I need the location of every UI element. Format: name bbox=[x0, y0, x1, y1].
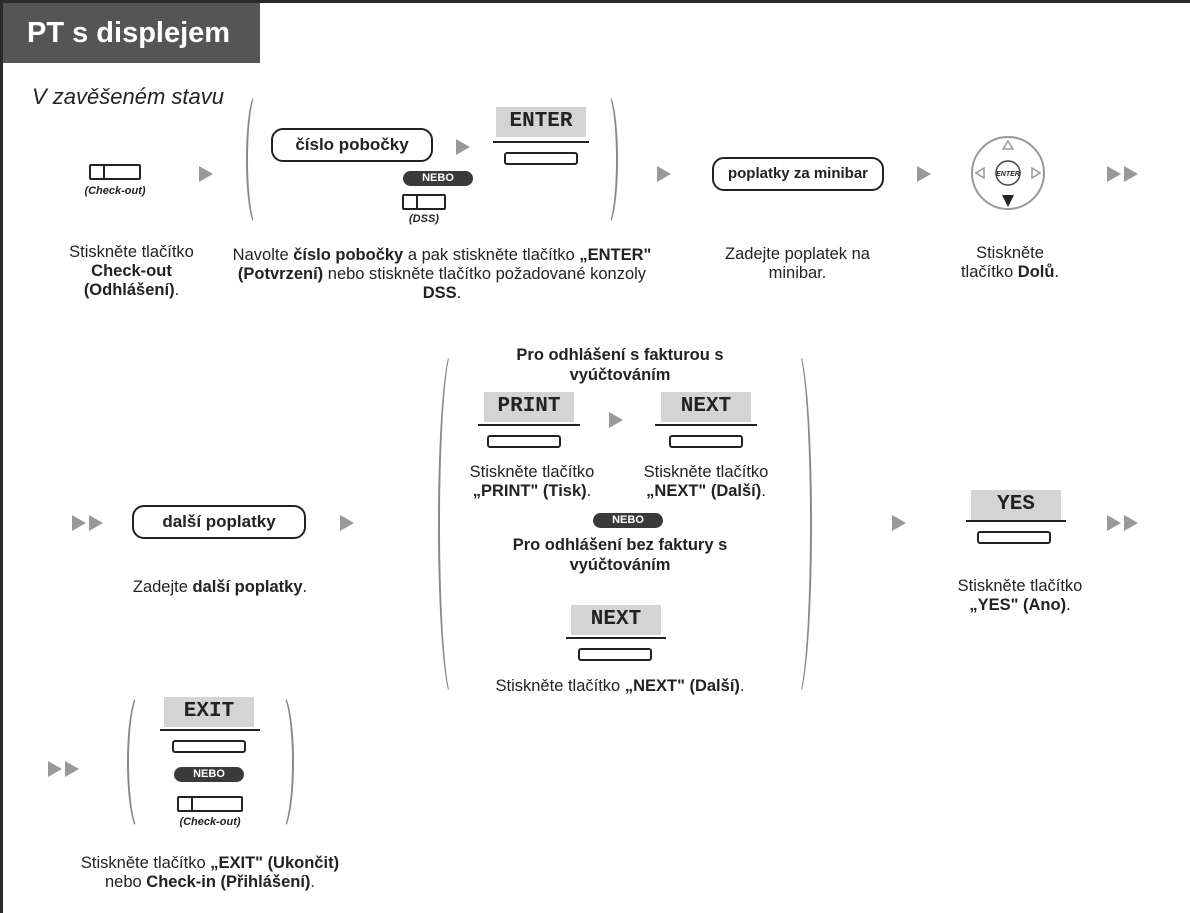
extension-number-key[interactable]: číslo pobočky bbox=[271, 128, 433, 162]
next-step2-caption: Stiskněte tlačítko „NEXT" (Další). bbox=[495, 677, 745, 695]
arrow-icon bbox=[657, 166, 671, 182]
next-softkey-label: NEXT bbox=[571, 605, 661, 635]
yes-step-caption: Stiskněte tlačítko „YES" (Ano). bbox=[957, 577, 1083, 614]
continue-arrow-icon bbox=[48, 761, 79, 777]
nebo-badge: NEBO bbox=[593, 513, 663, 528]
exit-step-caption: Stiskněte tlačítko „EXIT" (Ukončit) nebo… bbox=[80, 854, 340, 891]
frame-top-border bbox=[0, 0, 1190, 3]
dss-button[interactable] bbox=[402, 194, 446, 210]
without-invoice-heading: Pro odhlášení bez faktury s vyúčtováním bbox=[512, 536, 728, 574]
state-subtitle: V zavěšeném stavu bbox=[32, 84, 224, 109]
left-paren-icon bbox=[246, 92, 268, 227]
arrow-icon bbox=[892, 515, 906, 531]
softkey-divider bbox=[478, 424, 580, 426]
check-out-button[interactable] bbox=[177, 796, 243, 812]
navigator-key-icon[interactable]: ENTER bbox=[968, 133, 1048, 213]
softkey-divider bbox=[966, 520, 1066, 522]
arrow-icon bbox=[609, 412, 623, 428]
enter-softkey-label: ENTER bbox=[496, 107, 586, 137]
exit-softkey-label: EXIT bbox=[164, 697, 254, 727]
right-paren-icon bbox=[596, 92, 618, 227]
softkey-divider bbox=[566, 637, 666, 639]
enter-key-label: ENTER bbox=[996, 171, 1020, 178]
step1-caption: Stiskněte tlačítko Check-out (Odhlášení)… bbox=[69, 243, 194, 299]
continue-arrow-icon bbox=[72, 515, 103, 531]
frame-left-border bbox=[0, 0, 3, 913]
nebo-badge: NEBO bbox=[403, 171, 473, 186]
next-softkey-label: NEXT bbox=[661, 392, 751, 422]
arrow-icon bbox=[340, 515, 354, 531]
softkey-divider bbox=[493, 141, 589, 143]
right-paren-icon bbox=[268, 692, 294, 832]
softkey-divider bbox=[160, 729, 260, 731]
print-softkey-label: PRINT bbox=[484, 392, 574, 422]
print-step-caption: Stiskněte tlačítko „PRINT" (Tisk). bbox=[469, 463, 595, 500]
enter-softkey-button[interactable] bbox=[504, 152, 578, 165]
right-paren-icon bbox=[782, 348, 812, 700]
step2-caption: Navolte číslo pobočky a pak stiskněte tl… bbox=[232, 246, 652, 302]
check-out-caption: (Check-out) bbox=[179, 816, 241, 828]
next-softkey-button[interactable] bbox=[669, 435, 743, 448]
step3-caption: Zadejte poplatek na minibar. bbox=[725, 245, 870, 282]
check-out-button[interactable] bbox=[89, 164, 141, 180]
step5-caption: Zadejte další poplatky. bbox=[132, 578, 308, 596]
continue-arrow-icon bbox=[1107, 166, 1138, 182]
next-softkey-button[interactable] bbox=[578, 648, 652, 661]
check-out-caption: (Check-out) bbox=[84, 185, 146, 197]
step4-caption: Stiskněte tlačítko Dolů. bbox=[960, 244, 1060, 281]
yes-softkey-label: YES bbox=[971, 490, 1061, 520]
dss-caption: (DSS) bbox=[409, 213, 439, 225]
yes-softkey-button[interactable] bbox=[977, 531, 1051, 544]
other-charges-key[interactable]: další poplatky bbox=[132, 505, 306, 539]
minibar-charge-key[interactable]: poplatky za minibar bbox=[712, 157, 884, 191]
with-invoice-heading: Pro odhlášení s fakturou s vyúčtováním bbox=[516, 346, 724, 384]
left-paren-icon bbox=[127, 692, 153, 832]
continue-arrow-icon bbox=[1107, 515, 1138, 531]
nebo-badge: NEBO bbox=[174, 767, 244, 782]
arrow-icon bbox=[917, 166, 931, 182]
exit-softkey-button[interactable] bbox=[172, 740, 246, 753]
next-step-caption: Stiskněte tlačítko „NEXT" (Další). bbox=[643, 463, 769, 500]
arrow-icon bbox=[199, 166, 213, 182]
print-softkey-button[interactable] bbox=[487, 435, 561, 448]
arrow-icon bbox=[456, 139, 470, 155]
softkey-divider bbox=[655, 424, 757, 426]
left-paren-icon bbox=[438, 348, 468, 700]
page-title: PT s displejem bbox=[3, 3, 260, 63]
